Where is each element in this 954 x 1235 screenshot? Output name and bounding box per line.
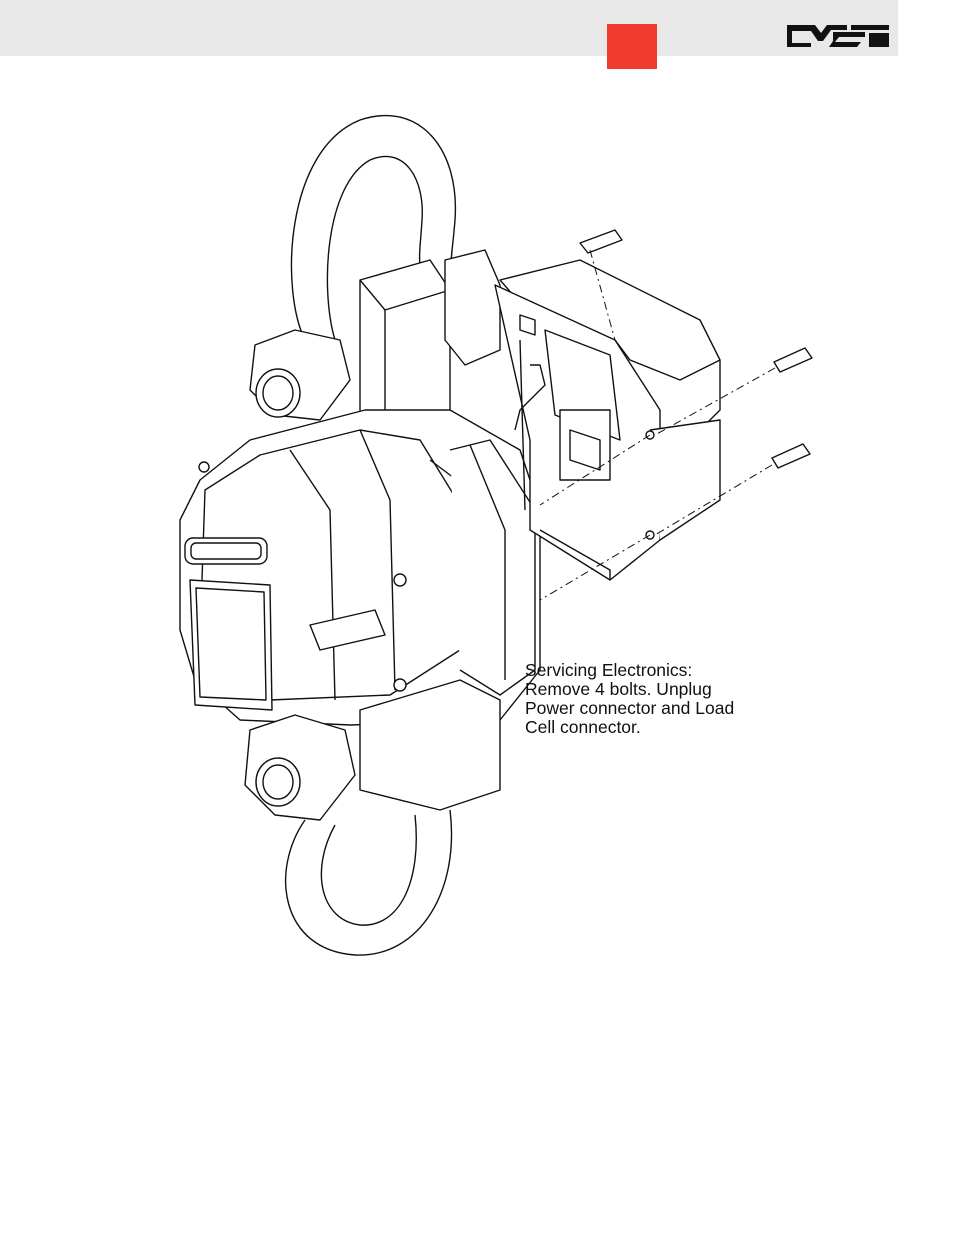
header-band (0, 0, 898, 56)
caption-line: Power connector and Load (525, 699, 785, 718)
section-tab (607, 24, 657, 69)
caption-line: Remove 4 bolts. Unplug (525, 680, 785, 699)
caption-line: Servicing Electronics: (525, 661, 785, 680)
crane-scale-exploded-icon (160, 110, 860, 960)
figure-caption: Servicing Electronics: Remove 4 bolts. U… (525, 661, 785, 737)
msi-logo-icon (785, 23, 891, 49)
caption-line: Cell connector. (525, 718, 785, 737)
